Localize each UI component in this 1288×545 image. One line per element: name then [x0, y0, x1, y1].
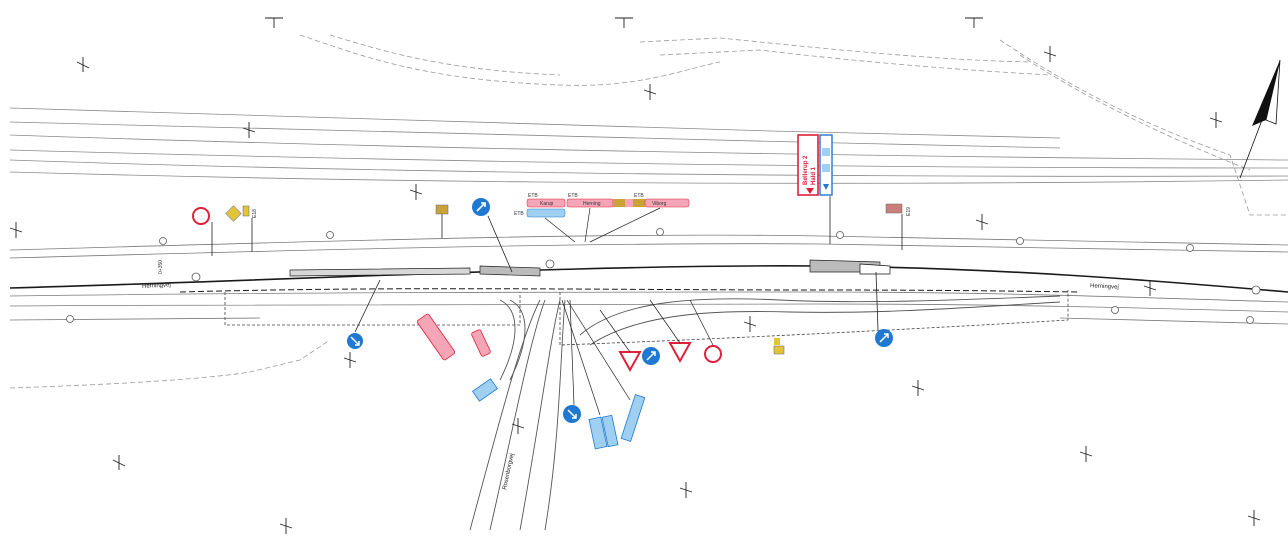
north-arrow-icon: [1239, 59, 1281, 179]
main-road-centerline: [9, 265, 1288, 293]
speed-limit-icon: [192, 207, 213, 256]
yield-icon: [599, 299, 692, 373]
hatched-islands: [289, 259, 891, 277]
tourist-sign: E19: [885, 203, 912, 250]
e19-code: E19: [906, 207, 912, 216]
e18-code: E18: [252, 209, 258, 218]
grid-ticks: [265, 17, 983, 28]
yellow-plate-sign: [773, 338, 785, 355]
road-name-herningvej-left: Herningvej: [142, 282, 171, 289]
etb-label-3: ETB: [634, 193, 644, 199]
speed-limit-icon: [689, 299, 722, 363]
angled-guide-signs: [416, 313, 499, 402]
main-road-lines: [9, 234, 1288, 325]
etb-label-1: ETB: [528, 193, 538, 199]
destination-herning: Herning: [583, 201, 601, 207]
etb-label-2: ETB: [568, 193, 578, 199]
dashed-boundaries: [9, 34, 1288, 389]
lower-sign-cluster: [561, 299, 646, 450]
etb-label-4: ETB: [514, 211, 524, 217]
destination-karup: Karup: [540, 201, 554, 207]
keep-right-icon: [347, 279, 381, 349]
upper-road-lines: [9, 107, 1288, 184]
keep-right-icon: [642, 347, 660, 365]
keep-right-icon: [472, 198, 513, 273]
chainage-label: 0+350: [158, 260, 164, 274]
widening-outline: [224, 290, 1069, 346]
panel-text-1: Bøllerup 2: [803, 155, 809, 185]
etb-small-sign: [435, 204, 449, 238]
main-road-edge: [179, 288, 1081, 293]
priority-road-sign: E18: [225, 205, 258, 252]
vertical-direction-panels: Bøllerup 2 Hald 1: [797, 134, 833, 244]
side-road-lines: [469, 295, 1061, 531]
etb-guide-signs: ETB Karup ETB Herning ETB Viborg ETB: [514, 193, 690, 243]
destination-viborg: Viborg: [652, 201, 667, 207]
road-name-herningvej-right: Herningvej: [1090, 283, 1119, 290]
survey-cross-icon: [9, 46, 1261, 534]
road-name-side: Rosenborgvej: [502, 453, 516, 490]
station-markers: [66, 228, 1261, 324]
panel-text-2: Hald 1: [811, 166, 817, 185]
keep-right-icon: [875, 271, 893, 347]
